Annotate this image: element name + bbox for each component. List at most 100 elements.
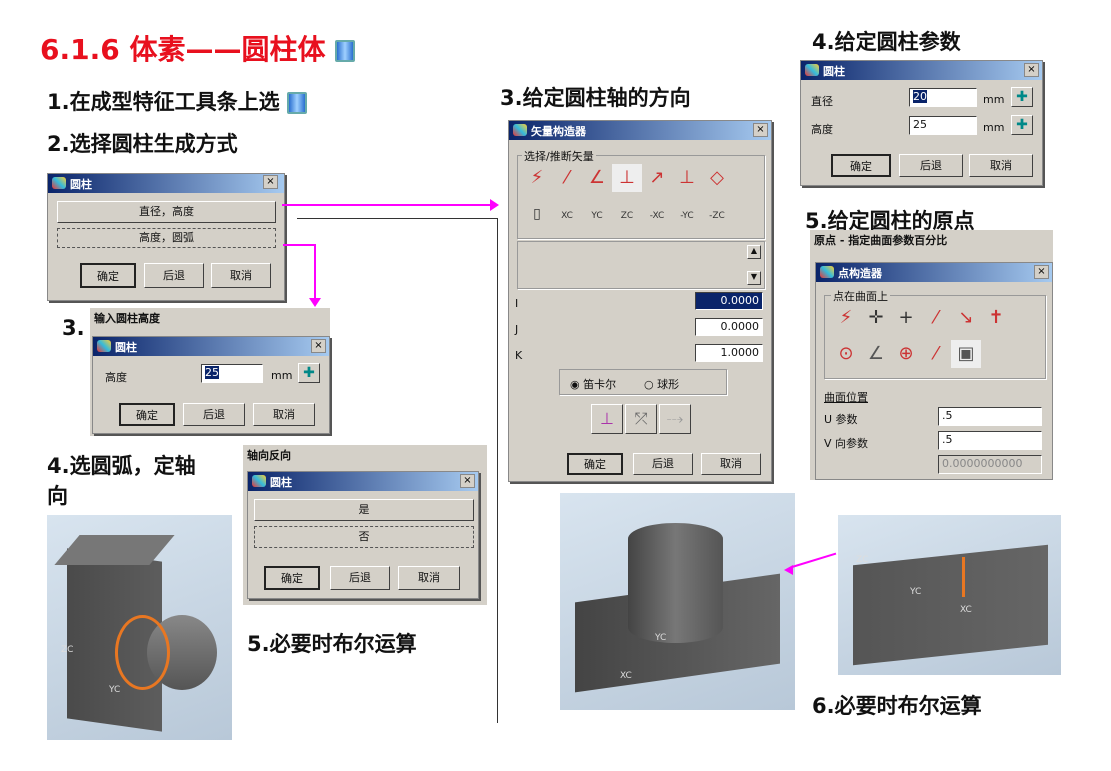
spherical-radio[interactable]: ○ 球形 [644,378,680,391]
cancel-button[interactable]: 取消 [253,403,315,426]
block-shape [853,544,1048,666]
step3-direction: 3.给定圆柱轴的方向 [500,86,691,110]
close-icon[interactable]: × [753,123,768,137]
height-value: 25 [205,366,219,379]
ok-button[interactable]: 确定 [264,566,320,590]
plane-normal-icon[interactable]: ⊥ [679,167,695,188]
vector-list[interactable] [517,241,765,289]
cancel-button[interactable]: 取消 [701,453,761,475]
point-on-curve-icon[interactable]: ⁄ [934,343,938,364]
step5-boolean: 5.必要时布尔运算 [247,632,417,656]
title-bar: 圆柱 [801,61,1042,80]
title-bar: 矢量构造器 [509,121,771,140]
back-button[interactable]: 后退 [899,154,963,177]
cylinder-params-dialog: 圆柱 × 直径 20 mm ✚ 高度 25 mm ✚ 确定 后退 取消 [800,60,1043,186]
back-button[interactable]: 后退 [183,403,245,426]
axis-label-yc: YC [655,633,667,643]
prompt-header: 轴向反向 [247,449,291,462]
neg-zc-icon[interactable]: -ZC [709,211,725,221]
arrowhead-icon [784,565,793,575]
neg-xc-icon[interactable]: -XC [649,211,665,221]
title-bar: 圆柱 [93,337,329,356]
height-input[interactable]: 25 [201,364,263,383]
back-button[interactable]: 后退 [633,453,693,475]
i-input[interactable]: 0.0000 [695,292,763,310]
yes-button[interactable]: 是 [254,499,474,521]
cylinder-icon [286,92,307,114]
step4-arc: 4.选圆弧，定轴 [47,454,196,478]
u-input[interactable]: .5 [938,407,1042,426]
back-button[interactable]: 后退 [144,263,204,288]
ok-button[interactable]: 确定 [80,263,136,288]
formula-button-icon[interactable]: ✚ [298,363,320,383]
diameter-input[interactable]: 20 [909,88,977,107]
v-input[interactable]: .5 [938,431,1042,450]
vector-icons-row1: ⚡ ⁄ ∠ ⊥ ↗ ⊥ ◇ [522,164,732,192]
scroll-up-icon[interactable]: ▲ [747,245,761,259]
j-input[interactable]: 0.0000 [695,318,763,336]
cycle-icon[interactable]: ⤏ [659,404,691,434]
cancel-button[interactable]: 取消 [211,263,271,288]
cartesian-radio[interactable]: ◉ 笛卡尔 [570,378,617,391]
cursor-location-icon[interactable]: ✛ [868,307,884,328]
back-button[interactable]: 后退 [330,566,390,590]
angle-on-arc-icon[interactable]: ∠ [867,343,885,364]
zc-icon[interactable]: ZC [620,211,634,221]
formula-button-icon[interactable]: ✚ [1011,115,1033,135]
height-input[interactable]: 25 [909,116,977,135]
end-point-icon[interactable]: ⁄ [934,307,938,328]
section-label: 曲面位置 [824,391,868,404]
xc-icon[interactable]: XC [561,211,573,221]
no-button[interactable]: 否 [254,526,474,548]
close-icon[interactable]: × [263,175,278,189]
cylinder-icon [335,40,356,62]
inferred-point-icon[interactable]: ⚡ [839,307,853,328]
ok-button[interactable]: 确定 [119,403,175,426]
intersection-point-icon[interactable]: ✝ [988,307,1004,328]
diameter-height-button[interactable]: 直径，高度 [57,201,276,223]
close-icon[interactable]: × [311,339,326,353]
height-label: 高度 [811,123,833,136]
close-icon[interactable]: × [1024,63,1039,77]
connector-arrow [314,244,316,299]
radio-label: 球形 [657,378,680,391]
two-points-icon[interactable]: ⁄ [565,167,569,188]
scroll-down-icon[interactable]: ▼ [747,271,761,285]
neg-yc-icon[interactable]: -YC [680,211,694,221]
title-text: 6.1.6 体素——圆柱体 [40,33,326,66]
close-icon[interactable]: × [460,474,475,488]
tangent-icon[interactable]: ↗ [649,167,665,188]
axis-label-xc: XC [620,671,632,681]
cancel-button[interactable]: 取消 [398,566,460,590]
formula-button-icon[interactable]: ✚ [1011,87,1033,107]
control-point-icon[interactable]: ↘ [958,307,974,328]
cylinder-method-dialog: 圆柱 直径，高度 高度，圆弧 确定 后退 取消 [47,173,285,301]
angle-icon[interactable]: ∠ [588,167,606,188]
datum-axis-icon[interactable]: ▯ [533,206,541,222]
inferred-vector-icon[interactable]: ⚡ [530,167,544,188]
arc-center-icon[interactable]: ⊙ [838,343,854,364]
close-icon[interactable]: × [1034,265,1049,279]
vector-icons-row2: ▯ XC YC ZC -XC -YC -ZC [522,200,732,230]
cancel-button[interactable]: 取消 [969,154,1033,177]
j-label: J [515,323,519,336]
face-normal-icon[interactable]: ◇ [710,167,724,188]
origin-arrow [962,557,965,597]
point-on-surface-icon[interactable]: ▣ [951,340,981,368]
perpendicular-icon[interactable]: ⊥ [591,404,623,434]
edge-curve-vector-icon[interactable]: ⊥ [612,164,642,192]
k-input[interactable]: 1.0000 [695,344,763,362]
height-label: 高度 [105,371,127,384]
reverse-direction-icon[interactable]: ⤱ [625,404,657,434]
quadrant-point-icon[interactable]: ⊕ [898,343,914,364]
diameter-value: 20 [913,90,927,103]
ok-button[interactable]: 确定 [831,154,891,177]
divider [497,218,498,723]
step1: 1.在成型特征工具条上选 [47,86,307,116]
v-label: V 向参数 [824,437,869,450]
existing-point-icon[interactable]: + [898,307,914,328]
connector-arrow [283,244,316,246]
ok-button[interactable]: 确定 [567,453,623,475]
yc-icon[interactable]: YC [591,211,603,221]
height-arc-button[interactable]: 高度，圆弧 [57,228,276,248]
